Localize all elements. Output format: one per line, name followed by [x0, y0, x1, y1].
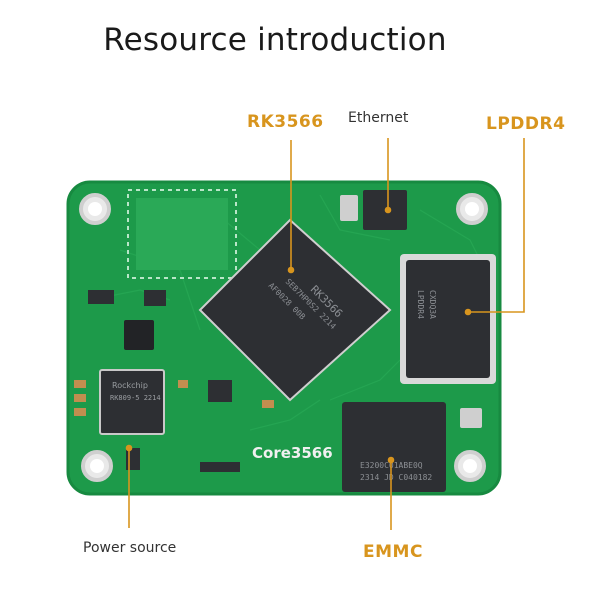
label-rk3566: RK3566 — [247, 112, 324, 132]
pmic-chip-sub: RK809-5 2214 — [110, 394, 161, 402]
lpddr4-chip-sub: LPDDR4 — [416, 290, 425, 319]
board-name: Core3566 — [252, 444, 333, 462]
mounting-holes — [79, 193, 488, 482]
lpddr4-chip-label: CXDQ3A — [428, 290, 437, 319]
emmc-chip: E3200C01ABE0Q 2314 JD C040182 — [342, 402, 446, 492]
soc-chip: RK3566 SEB7HP0S2 2214 AF0028 00B — [198, 218, 392, 402]
emmc-chip-sub: 2314 JD C040182 — [360, 473, 432, 482]
pmic-chip: Rockchip RK809-5 2214 — [99, 369, 165, 435]
page-title: Resource introduction — [103, 22, 447, 58]
label-lpddr4: LPDDR4 — [486, 114, 566, 134]
label-ethernet: Ethernet — [348, 110, 409, 126]
lpddr4-chip: CXDQ3A LPDDR4 — [400, 254, 496, 384]
label-emmc: EMMC — [363, 542, 423, 562]
pmic-chip-label: Rockchip — [112, 381, 148, 390]
callout-lines — [125, 138, 525, 530]
small-components — [74, 290, 482, 472]
label-power-source: Power source — [83, 540, 177, 556]
pad-grid — [127, 189, 237, 279]
